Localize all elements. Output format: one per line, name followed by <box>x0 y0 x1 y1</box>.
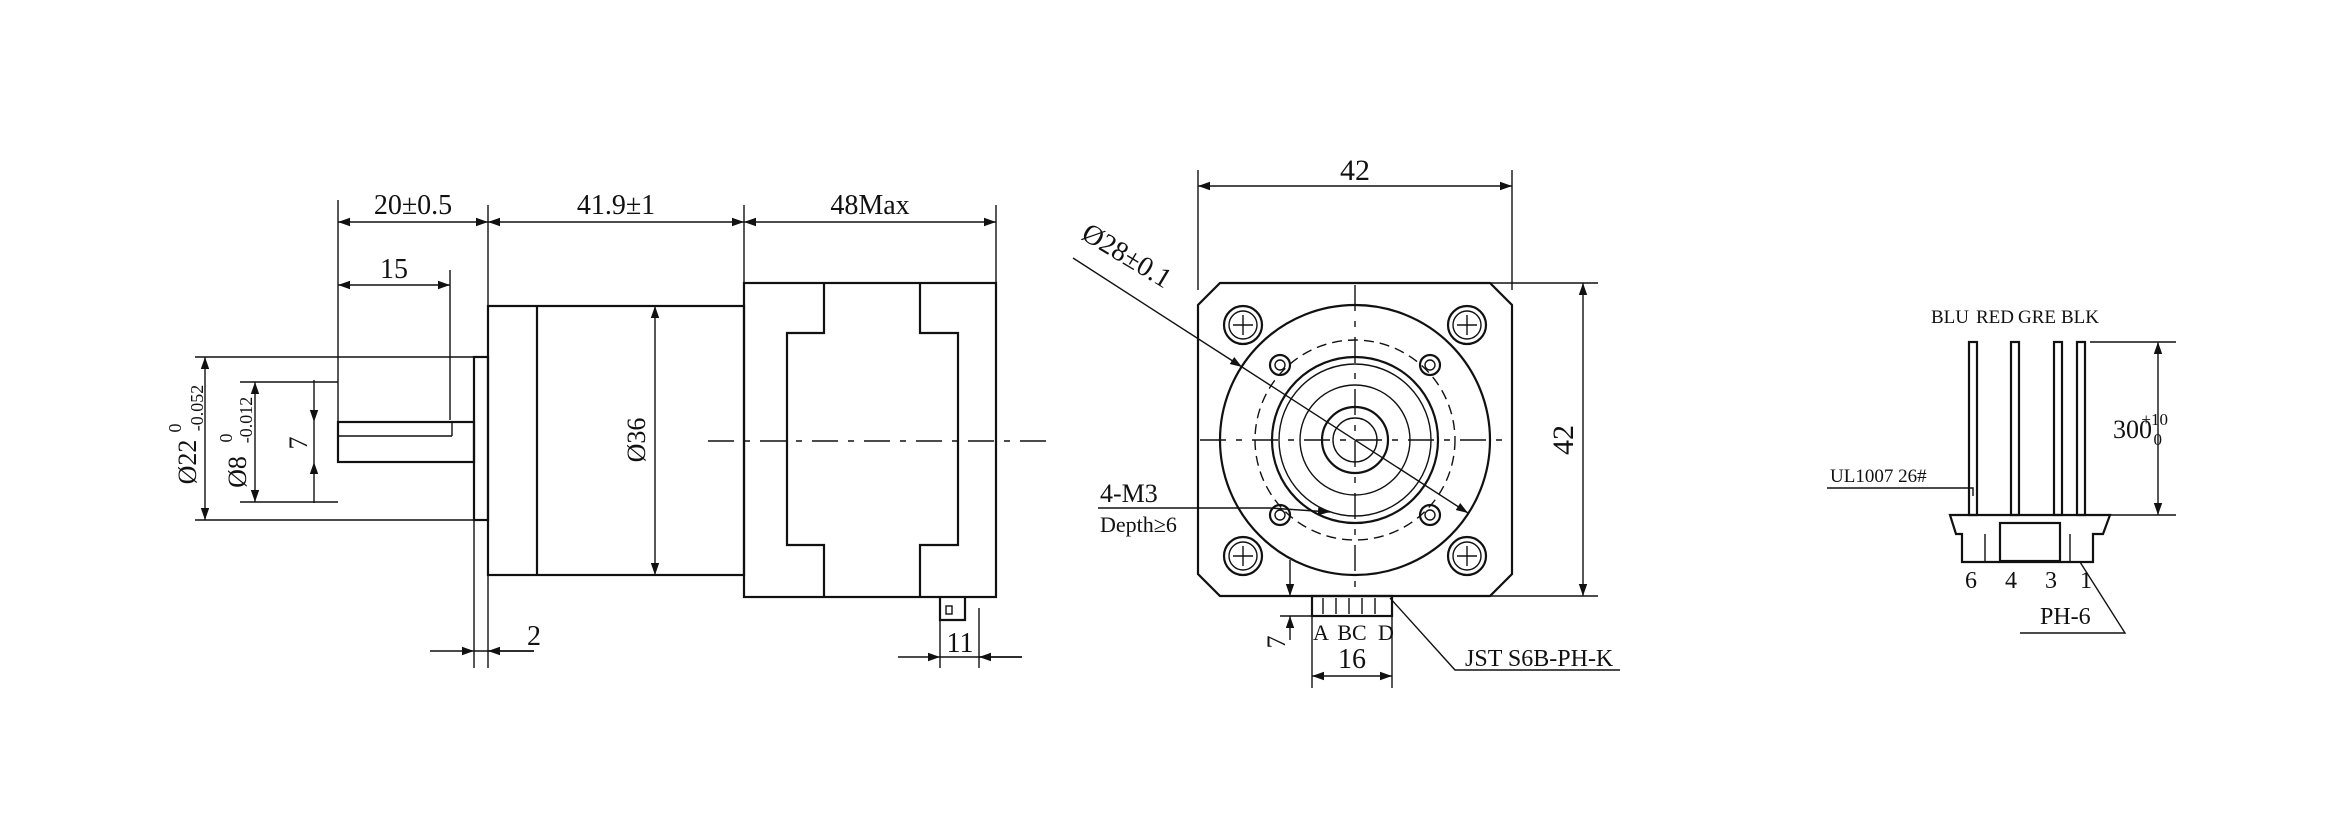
wire-blk <box>2075 340 2087 517</box>
wire-gre <box>2052 340 2064 517</box>
dim-front-width: 42 <box>1340 154 1370 187</box>
pin-number-6: 6 <box>1965 568 1977 594</box>
mount-hole-br <box>1446 535 1488 577</box>
motor-body <box>742 281 998 599</box>
m3-holes <box>1268 353 1442 527</box>
dim-gearbox-length: 41.9±1 <box>577 190 655 221</box>
wire-label-gre: GRE <box>2018 307 2056 328</box>
dim-flat-depth: 7 <box>284 437 313 450</box>
connector-label: JST S6B-PH-K <box>1465 646 1614 672</box>
wire-label-red: RED <box>1976 307 2014 328</box>
dim-thread: 4-M3 <box>1100 479 1158 508</box>
front-view: 42 42 Ø28±0.1 4-M3 Depth≥6 A BC D 7 <box>1072 154 1620 688</box>
lead-length-lower: 0 <box>2154 430 2163 449</box>
connector-tab <box>938 597 967 622</box>
dim-gearbox-body-dia: Ø36 <box>622 418 651 463</box>
dim-shaft-dia-upper: 0 <box>216 434 236 443</box>
pin-number-3: 3 <box>2045 568 2057 594</box>
pilot-boss <box>472 355 490 522</box>
dim-thread-depth: Depth≥6 <box>1100 512 1177 537</box>
mount-hole-tl <box>1222 304 1264 346</box>
wire-label-blk: BLK <box>2061 307 2099 328</box>
mount-hole-bl <box>1222 535 1264 577</box>
wiring-detail: BLU RED GRE BLK 300 +10 0 UL1007 26# 6 4… <box>1827 307 2176 634</box>
dim-front-height: 42 <box>1547 425 1580 455</box>
pin-number-1: 1 <box>2080 568 2092 594</box>
dim-connector-offset: 7 <box>1262 636 1291 649</box>
lead-length-upper: +10 <box>2141 410 2168 429</box>
dim-flat-length: 15 <box>380 254 408 285</box>
side-view: 20±0.5 15 41.9±1 48Max Ø36 Ø22 0 -0.052 … <box>165 190 1052 668</box>
pin-bc-label: BC <box>1337 620 1366 645</box>
dim-pilot-thickness: 2 <box>527 621 541 652</box>
dim-motor-length: 48Max <box>830 190 909 221</box>
pcd-leader <box>1072 257 1243 368</box>
dim-pcd: Ø28±0.1 <box>1076 217 1176 294</box>
wire-red <box>2009 340 2021 517</box>
dim-pilot-dia-lower: -0.052 <box>187 385 207 432</box>
wire-label-blu: BLU <box>1931 307 1969 328</box>
connector-housing <box>1948 513 2112 564</box>
pin-d-label: D <box>1378 620 1394 645</box>
output-shaft <box>336 420 476 464</box>
motor-pocket-outline <box>785 283 960 597</box>
pin-a-label: A <box>1313 620 1329 645</box>
housing-label: PH-6 <box>2040 604 2091 630</box>
dim-pilot-dia-base: Ø22 <box>173 440 202 485</box>
front-connector <box>1310 594 1394 618</box>
dim-pilot-dia-upper: 0 <box>165 424 185 433</box>
wire-spec: UL1007 26# <box>1830 466 1927 487</box>
mount-hole-tr <box>1446 304 1488 346</box>
pin-number-4: 4 <box>2005 568 2017 594</box>
dim-connector-width: 11 <box>947 628 974 659</box>
gearbox-body <box>486 304 746 577</box>
dim-shaft-length: 20±0.5 <box>374 190 452 221</box>
lead-length-base: 300 <box>2113 415 2152 444</box>
dim-connector-length: 16 <box>1338 644 1366 675</box>
dim-shaft-dia-lower: -0.012 <box>236 397 256 444</box>
dim-shaft-dia-base: Ø8 <box>223 456 252 488</box>
